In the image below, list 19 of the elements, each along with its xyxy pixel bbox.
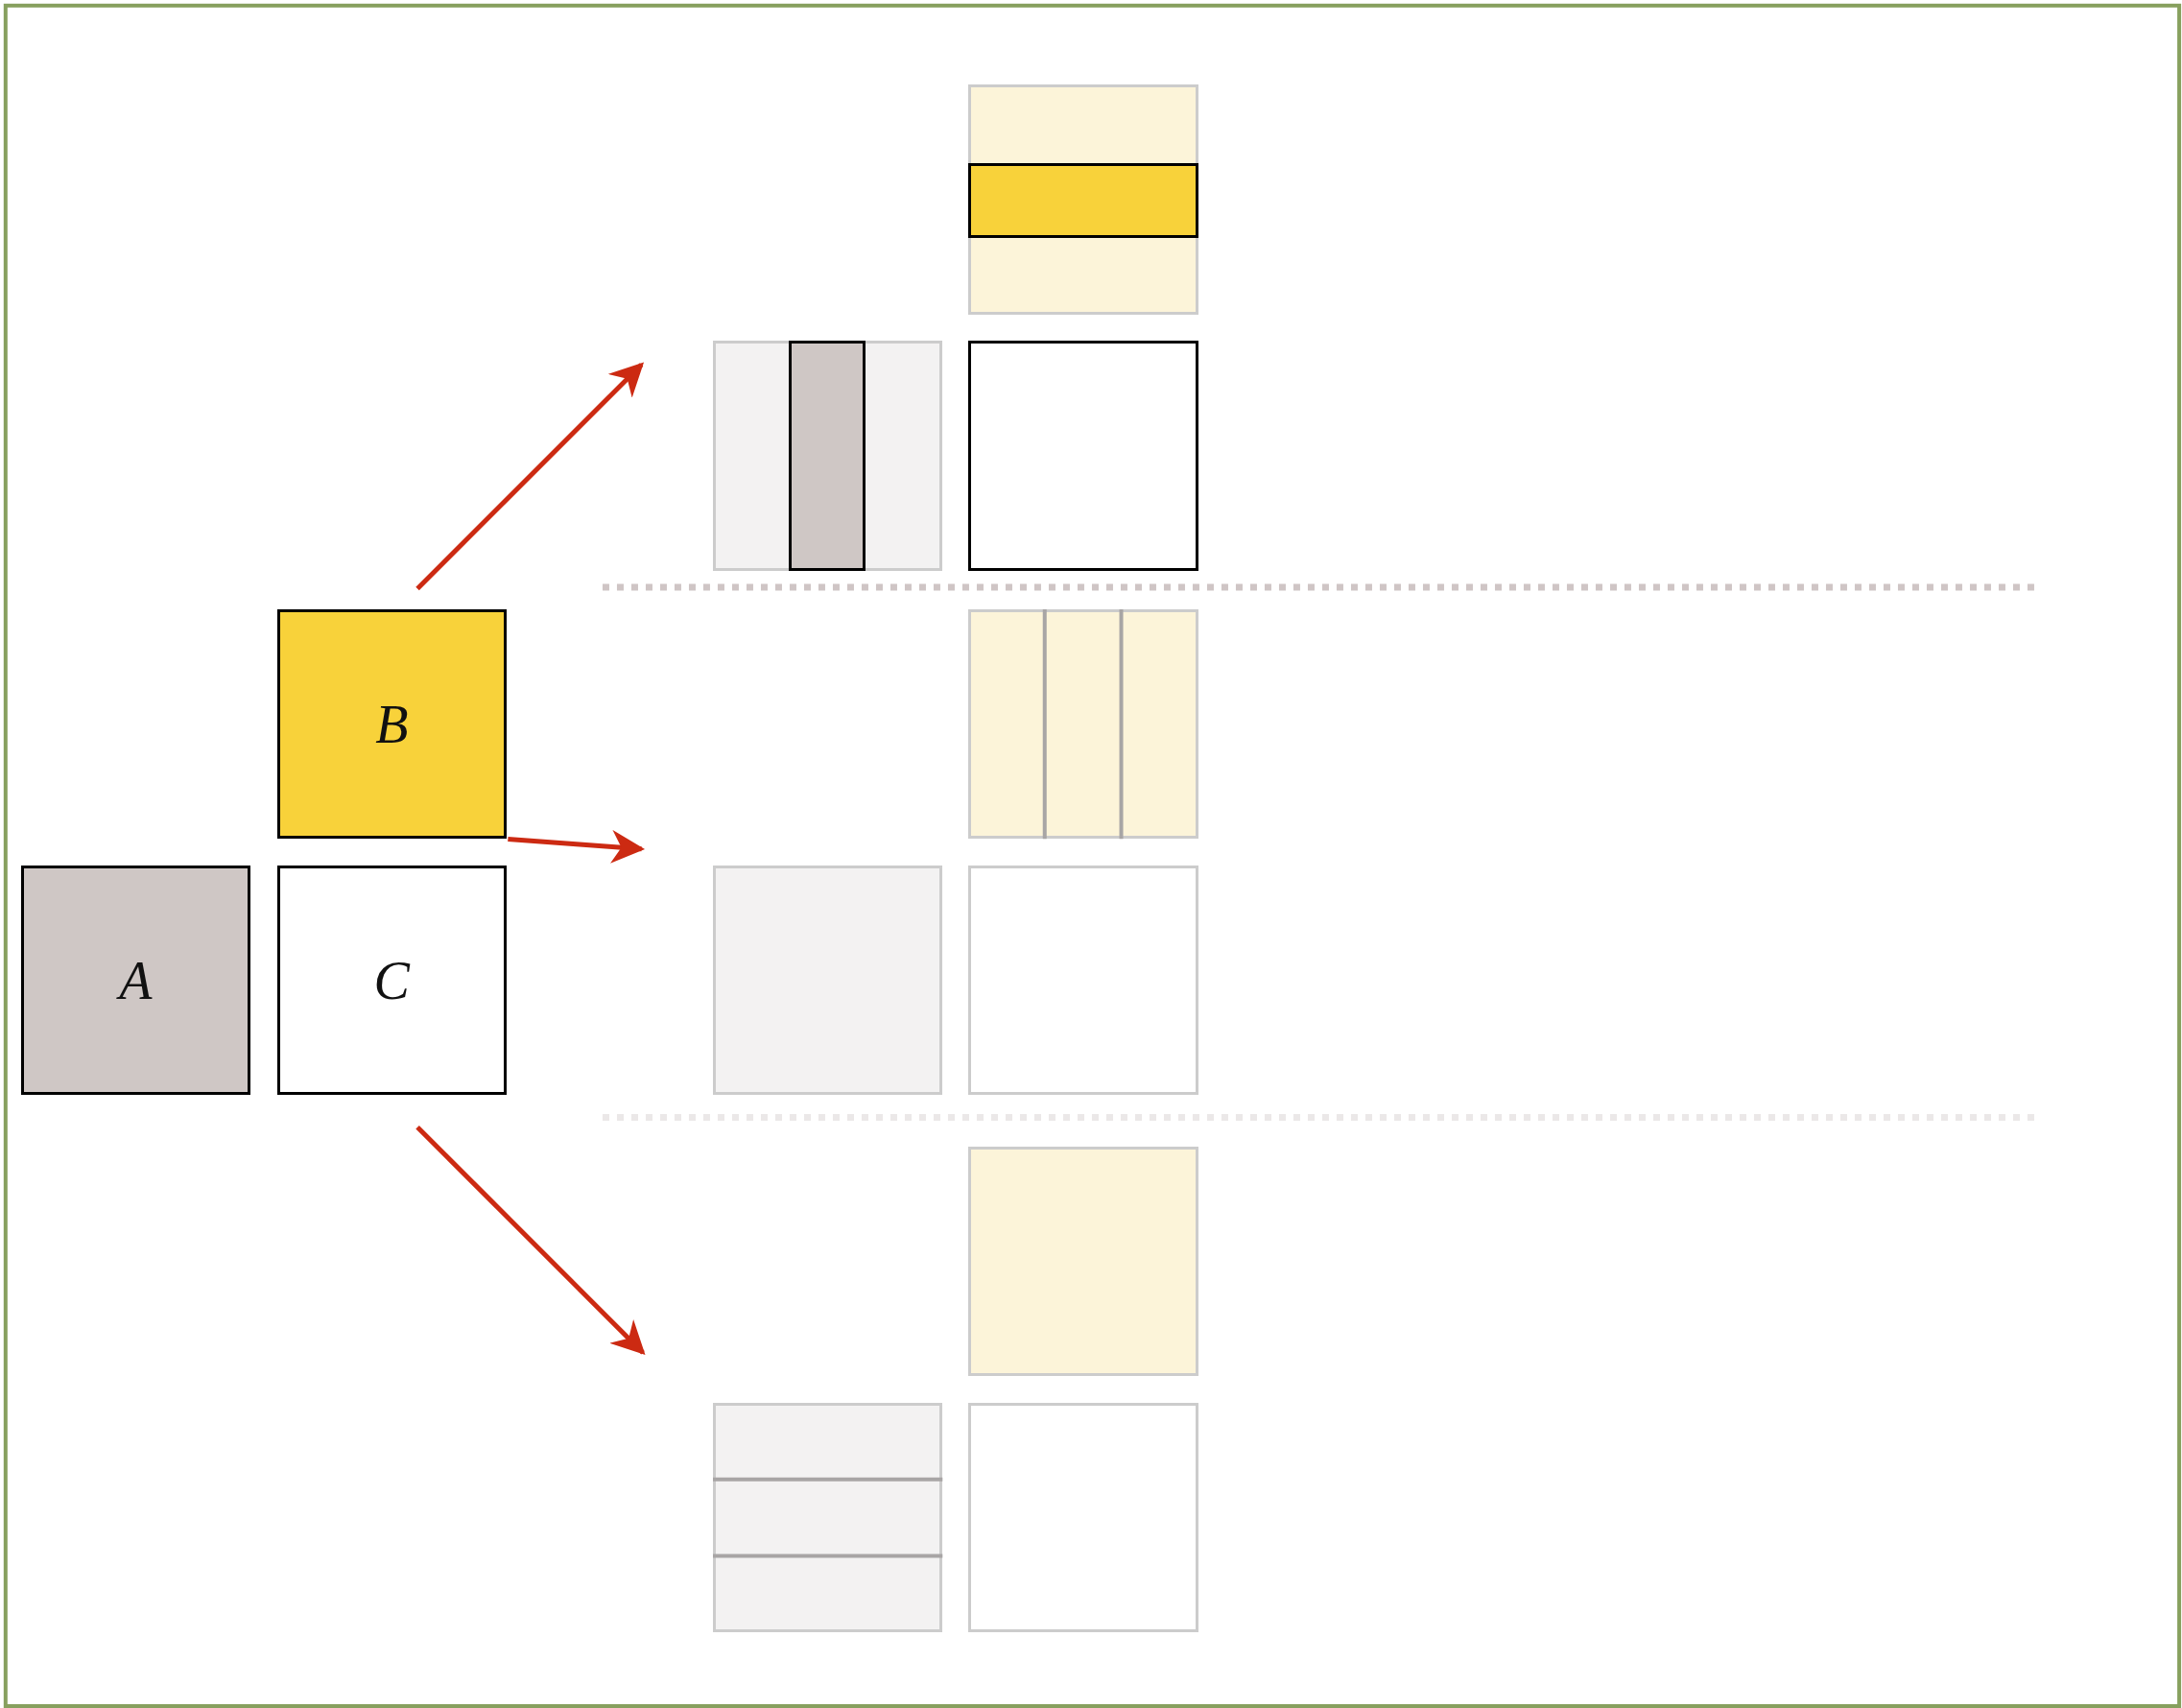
matrix-box: [20, 866, 251, 1096]
matrix-box: [968, 341, 1198, 571]
matrix-box: [968, 1402, 1198, 1633]
arrow: [508, 829, 646, 864]
matrix-box: [712, 866, 942, 1096]
matrix-box: [968, 1147, 1198, 1377]
matrix-box: [712, 341, 942, 571]
matrix-box: [968, 609, 1198, 840]
matrix-box: [276, 866, 507, 1096]
matrix-label: B: [375, 693, 409, 755]
matrix-label: C: [373, 949, 410, 1011]
matrix-box: [968, 866, 1198, 1096]
arrow: [415, 1125, 646, 1356]
matrix-box: [712, 1402, 942, 1633]
row-strip: [968, 162, 1198, 238]
arrow: [415, 362, 645, 591]
matrix-box: [276, 609, 507, 840]
column-strip: [789, 341, 866, 571]
matrix-box: [968, 84, 1198, 315]
